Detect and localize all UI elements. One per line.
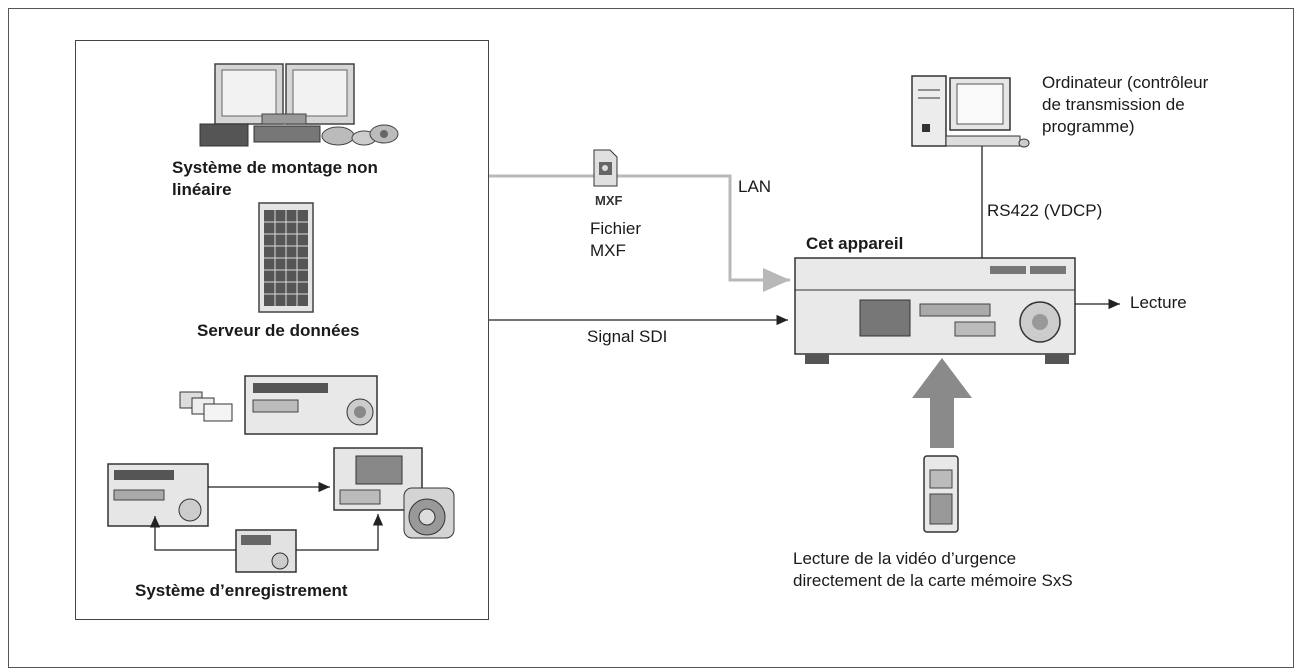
lan-label: LAN [738,177,772,196]
mxf-file-label: Fichier MXF [590,219,642,260]
recording-links [149,481,384,551]
diagram: MXF [8,8,1294,668]
server-label: Serveur de données [197,321,360,340]
diagram-art: MXF [107,63,1120,573]
main-device-icon [794,257,1076,364]
rs422-label: RS422 (VDCP) [987,201,1103,220]
data-server-icon [258,202,314,313]
vtr-deck-icon [244,375,378,435]
recorder-left-icon [107,463,209,527]
card-playback-arrow [912,358,972,448]
nle-label: Système de montage non linéaire [172,158,378,199]
recorder-right-icon [333,447,423,511]
mxf-file-icon [593,149,618,187]
computer-icon [911,75,1030,148]
recording-system-label: Système d’enregistrement [135,581,348,600]
card-playback-label: Lecture de la vidéo d’urgence directemen… [793,549,1073,590]
nle-workstation-icon [199,63,399,147]
computer-label: Ordinateur (contrôleur de transmission d… [1042,73,1209,136]
sxs-card-icon [923,455,959,533]
mxf-logo-text: MXF [595,193,623,208]
tape-cassettes-icon [179,391,233,422]
remote-controller-icon [235,529,297,573]
sdi-label: Signal SDI [587,327,668,346]
device-label: Cet appareil [806,234,904,253]
source-systems-box [75,40,489,620]
output-label: Lecture [1130,293,1187,312]
camera-icon [403,487,455,539]
